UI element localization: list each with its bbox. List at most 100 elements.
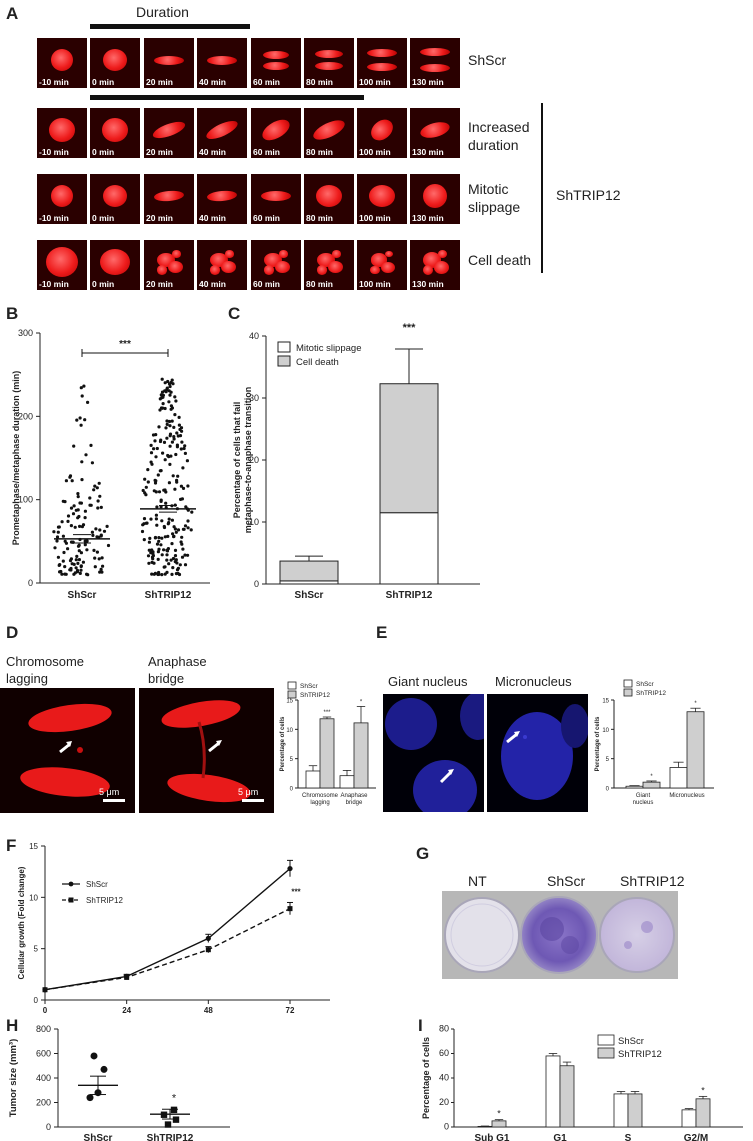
timepoint-label: 100 min <box>359 279 391 289</box>
legend-swatch <box>623 679 633 688</box>
data-point <box>149 443 153 447</box>
data-point <box>156 557 160 561</box>
timelapse-frame: 100 min <box>357 240 407 290</box>
data-point <box>183 444 187 448</box>
cell-nucleus <box>150 118 188 142</box>
duration-label: Duration <box>136 4 189 20</box>
data-point <box>55 539 59 543</box>
well-label-nt: NT <box>468 873 487 889</box>
data-point <box>96 499 100 503</box>
data-point <box>142 538 146 542</box>
y-axis-label: Percentage of cells that fail <box>232 402 242 519</box>
timepoint-label: -10 min <box>39 213 69 223</box>
row-label-line: Mitotic <box>468 181 509 197</box>
data-point <box>170 542 174 546</box>
data-point <box>190 510 194 514</box>
timepoint-label: 0 min <box>92 213 115 223</box>
data-point <box>158 408 162 412</box>
y-axis-label: Prometaphase/metaphase duration (min) <box>11 371 21 546</box>
data-point <box>150 548 154 552</box>
data-point <box>91 533 95 537</box>
y-axis-label: Cellular growth (Fold change) <box>17 866 26 979</box>
data-point <box>175 478 179 482</box>
data-point <box>165 558 169 562</box>
data-point <box>175 561 179 565</box>
data-point <box>79 386 83 390</box>
data-point <box>287 865 293 872</box>
x-tick-label: 0 <box>43 1006 48 1015</box>
significance-label: * <box>360 699 363 705</box>
data-point <box>60 520 64 524</box>
data-point <box>157 572 161 576</box>
data-point <box>165 422 169 426</box>
timepoint-label: 80 min <box>306 147 333 157</box>
data-point <box>167 562 171 566</box>
data-point <box>189 528 193 532</box>
bar-shscr <box>669 767 688 789</box>
data-point <box>78 571 82 575</box>
data-point <box>175 431 179 435</box>
y-tick-label: 5 <box>606 757 610 763</box>
timelapse-frame: 0 min <box>90 38 140 88</box>
data-point <box>56 530 60 534</box>
data-point <box>159 543 163 547</box>
timelapse-frame: -10 min <box>37 38 87 88</box>
data-point <box>68 559 73 563</box>
data-point <box>171 566 175 570</box>
bar-shtrip12 <box>627 1093 643 1128</box>
data-point <box>150 462 154 466</box>
data-point <box>178 434 183 438</box>
data-point <box>168 384 172 389</box>
panel-label-c: C <box>228 304 241 323</box>
cell-nucleus <box>259 115 293 145</box>
bar-shscr <box>613 1093 629 1128</box>
timelapse-frame: 20 min <box>144 38 194 88</box>
data-point <box>171 556 176 561</box>
data-point <box>205 947 211 953</box>
significance-label: *** <box>323 710 331 716</box>
data-point <box>154 517 158 521</box>
data-point <box>83 418 87 422</box>
data-point <box>61 534 65 538</box>
x-tick-label: lagging <box>310 800 329 806</box>
data-point <box>154 479 158 483</box>
cell-nucleus <box>420 63 450 72</box>
data-point <box>92 548 96 552</box>
data-point <box>167 400 171 404</box>
data-point <box>98 528 102 532</box>
image-label-line: Chromosome <box>6 654 85 669</box>
data-point <box>181 547 185 551</box>
cell-nucleus <box>100 249 130 275</box>
data-point <box>173 395 177 399</box>
data-point <box>173 413 177 417</box>
legend-swatch <box>597 1047 615 1059</box>
data-point <box>76 492 80 496</box>
y-tick-label: 40 <box>439 1073 449 1083</box>
legend-label: ShScr <box>618 1036 644 1047</box>
x-tick-label: Anaphase <box>340 793 368 799</box>
data-point <box>81 560 85 564</box>
timepoint-label: 80 min <box>306 279 333 289</box>
data-point <box>78 416 82 420</box>
cell-nucleus <box>381 261 395 273</box>
data-point <box>77 549 81 553</box>
x-tick-label: 72 <box>286 1006 295 1015</box>
timelapse-frame: 0 min <box>90 240 140 290</box>
significance-label: * <box>701 1085 705 1095</box>
duration-bar-increased <box>90 95 364 100</box>
data-point <box>101 564 105 568</box>
significance-label: *** <box>119 339 131 350</box>
data-point <box>172 435 176 439</box>
row-label-line: slippage <box>468 199 521 215</box>
data-point <box>89 443 93 447</box>
bar-shscr <box>305 770 321 789</box>
data-point <box>94 527 98 531</box>
bar-shtrip12 <box>642 781 661 789</box>
group-bracket <box>541 103 543 273</box>
y-tick-label: 5 <box>34 945 39 954</box>
data-point <box>72 504 76 508</box>
data-point <box>162 440 167 444</box>
data-point <box>151 552 155 556</box>
